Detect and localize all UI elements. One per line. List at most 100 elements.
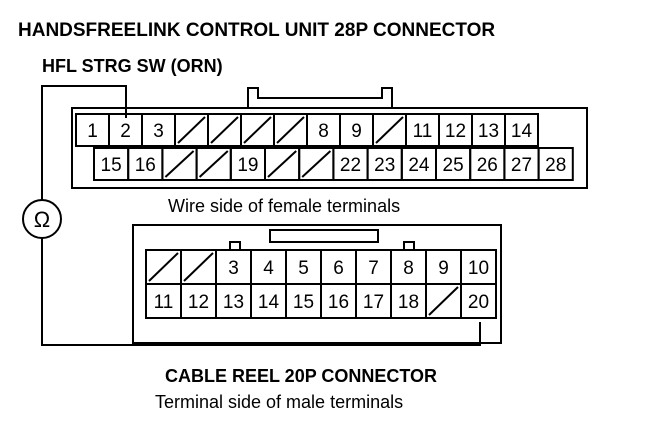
cable-reel-20p-cell [145,249,182,285]
hfl-28p-cell: 2 [108,113,143,147]
title: HANDSFREELINK CONTROL UNIT 28P CONNECTOR [18,20,495,41]
hfl-28p-cell [273,113,308,147]
cable-reel-20p-cell: 6 [320,249,357,285]
cable-reel-20p-terminal-number: 13 [223,292,244,313]
ohmmeter-symbol: Ω [22,199,62,239]
hfl-28p-cell: 9 [339,113,374,147]
hfl-28p-terminal-number: 1 [87,121,98,142]
hfl-28p-terminal-number: 22 [340,155,361,176]
cable-reel-20p-terminal-number: 15 [293,292,314,313]
hfl-28p-terminal-number: 26 [477,155,498,176]
ohmmeter-lead-wire [41,85,481,346]
hfl-28p-cell: 11 [405,113,440,147]
hfl-28p-terminal-number: 24 [408,155,430,176]
hfl-28p-unused-slash [301,150,332,178]
cable-reel-20p-terminal-number: 4 [263,258,274,279]
cable-reel-20p-terminal-number: 6 [333,258,344,279]
hfl-28p-unused-slash [276,116,305,144]
cable-reel-20p-terminal-number: 16 [328,292,349,313]
hfl-28p-unused-slash [267,150,297,178]
hfl-28p-terminal-number: 23 [374,155,395,176]
hfl-28p-cell: 24 [400,147,437,181]
cable-reel-20p-terminal-number: 18 [398,292,419,313]
hfl-28p-terminal-number: 27 [511,155,532,176]
cable-reel-title: CABLE REEL 20P CONNECTOR [165,366,437,386]
hfl-28p-cell [264,147,301,181]
cable-reel-20p-terminal-grid: 3 4 5 6 7 8 9 10 11 12 13 14 15 16 17 18 20 [145,249,497,319]
cable-reel-20p-unused-slash [428,286,459,316]
cable-reel-20p-cell: 16 [320,283,357,319]
cable-reel-20p-terminal-number: 10 [468,258,489,279]
hfl-28p-cell: 26 [469,147,506,181]
cable-reel-20p-connector-body [132,224,502,344]
cable-reel-20p-cell: 14 [250,283,287,319]
hfl-28p-unused-slash [198,150,229,178]
cable-reel-20p-terminal-number: 20 [468,292,489,313]
cable-reel-20p-terminal-number: 14 [258,292,280,313]
hfl-28p-terminal-number: 25 [443,155,464,176]
hfl-28p-cell [195,147,232,181]
cable-reel-20p-terminal-number: 5 [298,258,309,279]
hfl-28p-terminal-number: 9 [351,121,362,142]
hfl-28p-connector-body [71,107,588,189]
cable-reel-20p-unused-slash [183,252,214,282]
cable-reel-20p-cell: 12 [180,283,217,319]
hfl-28p-cell: 28 [537,147,574,181]
hfl-28p-terminal-number: 12 [445,121,466,142]
hfl-28p-terminal-number: 11 [413,121,433,142]
cable-reel-20p-cell: 10 [460,249,497,285]
hfl-28p-cell: 15 [93,147,130,181]
terminal-side-label: Terminal side of male terminals [155,392,403,412]
hfl-28p-terminal-number: 2 [120,121,131,142]
hfl-28p-cell: 25 [435,147,472,181]
hfl-28p-cell: 22 [332,147,369,181]
hfl-28p-cell: 23 [366,147,403,181]
hfl-28p-cell: 3 [141,113,176,147]
hfl-label: HFL STRG SW (ORN) [42,56,223,76]
cable-reel-20p-cell: 17 [355,283,392,319]
hfl-28p-cell: 13 [471,113,506,147]
ohm-icon: Ω [34,207,50,232]
cable-reel-20p-cell: 18 [390,283,427,319]
hfl-28p-unused-slash [177,116,206,144]
cable-reel-20p-cell: 11 [145,283,182,319]
hfl-28p-cell-border [537,147,574,181]
cable-reel-20p-terminal-number: 3 [228,258,239,279]
hfl-28p-cell [174,113,209,147]
hfl-28p-unused-slash [243,116,272,144]
hfl-28p-unused-slash [375,116,404,144]
hfl-28p-cell [207,113,242,147]
cable-reel-20p-cell: 9 [425,249,462,285]
hfl-28p-cell: 8 [306,113,341,147]
hfl-28p-cell: 1 [75,113,110,147]
hfl-28p-terminal-number: 19 [237,155,258,176]
cable-reel-20p-cell: 20 [460,283,497,319]
hfl-28p-terminal-number: 14 [511,121,533,142]
cable-reel-20p-terminal-number: 12 [188,292,209,313]
cable-reel-20p-cell: 7 [355,249,392,285]
cable-reel-20p-cell [425,283,462,319]
hfl-28p-terminal-number: 15 [101,155,122,176]
hfl-28p-cell: 14 [504,113,539,147]
hfl-28p-cell [372,113,407,147]
hfl-28p-terminal-number: 8 [318,121,329,142]
cable-reel-20p-terminal-number: 9 [438,258,449,279]
cable-reel-20p-cell: 4 [250,249,287,285]
cable-reel-20p-cell: 13 [215,283,252,319]
hfl-28p-connector [71,87,588,189]
cable-reel-20p-terminal-number: 8 [403,258,414,279]
hfl-28p-unused-slash [164,150,195,178]
cable-reel-20p-terminal-number: 7 [368,258,379,279]
cable-reel-20p-terminal-number: 17 [363,292,384,313]
hfl-28p-cell-border [504,113,539,147]
cable-reel-20p-terminal-number: 11 [154,292,174,313]
hfl-28p-cell [298,147,335,181]
cable-reel-20p-cell-border [460,283,497,319]
cable-reel-20p-cell [180,249,217,285]
hfl-28p-cell: 16 [127,147,164,181]
hfl-28p-terminal-number: 28 [545,155,566,176]
cable-reel-20p-cell: 8 [390,249,427,285]
cable-reel-20p-connector-key [269,229,379,243]
